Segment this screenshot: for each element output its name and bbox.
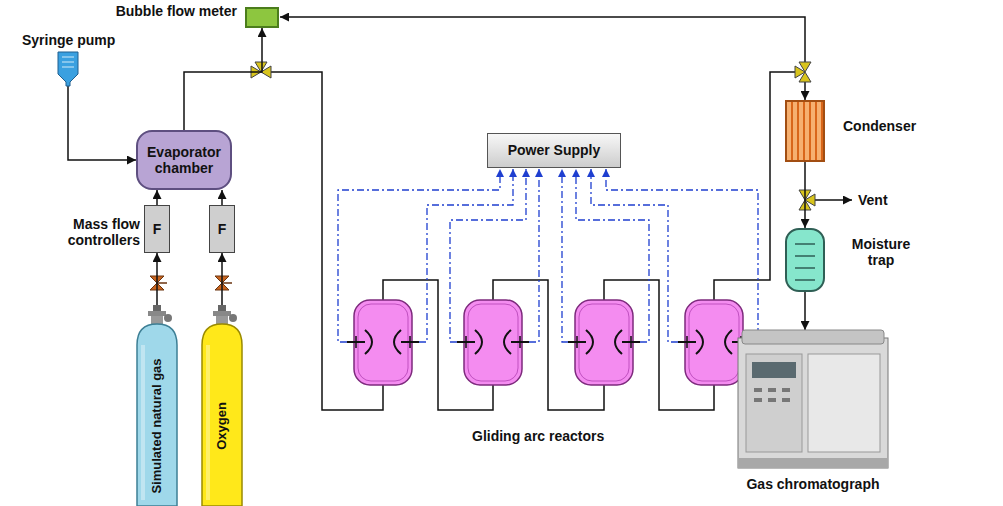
node-label: F (218, 221, 227, 237)
cylinder-body (137, 324, 177, 506)
power-cable (576, 169, 649, 342)
cylinder-valve (218, 305, 226, 311)
cylinder-valve-wheel (213, 311, 231, 316)
node-label: Evaporator chamber (142, 144, 226, 176)
flow-line (221, 190, 223, 205)
instrument-body (738, 338, 888, 468)
reactor (568, 300, 640, 385)
gas-chromatograph: Gas chromatograph (738, 330, 888, 468)
instrument-base (738, 458, 888, 468)
reactor (457, 300, 529, 385)
three-way-valve (799, 190, 815, 210)
group-label: Mass flow controllers (56, 216, 140, 248)
node-label: Condenser (843, 118, 916, 134)
display (752, 362, 796, 378)
syringe-pump: Syringe pump (58, 52, 78, 86)
node-label: Oxygen (215, 402, 230, 450)
return-line (280, 17, 805, 66)
moisture-trap: Moisture trap (785, 228, 825, 292)
three-way-valve (795, 62, 811, 82)
trap-marks (795, 244, 815, 280)
node-label: Power Supply (508, 142, 601, 158)
condenser: Condenser (785, 100, 825, 162)
reactor (347, 300, 419, 385)
cylinder-valve (153, 305, 161, 311)
power-cable (606, 169, 758, 342)
shape-outline (787, 230, 827, 294)
group-label: Gliding arc reactors (472, 428, 604, 444)
syringe-body (58, 52, 78, 86)
cylinder-knob (229, 314, 237, 322)
mass-flow-controller: F (144, 205, 170, 253)
valve-handle (157, 282, 232, 284)
flow-line (156, 253, 158, 305)
three-way-valve (251, 62, 271, 78)
flow-line (221, 253, 223, 305)
evaporator-chamber: Evaporator chamber (136, 130, 232, 190)
node-label: Syringe pump (22, 32, 115, 48)
gas-cylinder: Oxygen (201, 305, 243, 506)
flow-line (184, 28, 262, 130)
node-label: Gas chromatograph (738, 476, 888, 492)
node-label: F (153, 221, 162, 237)
power-supply: Power Supply (487, 133, 621, 168)
power-cable (591, 169, 678, 342)
buttons (754, 390, 790, 400)
power-cable (562, 169, 568, 342)
bubble-flow-meter: Bubble flow meter (245, 7, 279, 28)
node-label: Moisture trap (845, 236, 917, 268)
cylinder-valve-wheel (148, 311, 166, 316)
flow-line (156, 190, 158, 205)
syringe-marks (62, 57, 74, 67)
shape-outline (58, 52, 78, 86)
node-label: Simulated natural gas (150, 358, 165, 493)
oven-door (808, 354, 880, 452)
cylinder-highlight (141, 345, 145, 500)
flow-line (804, 292, 806, 330)
gas-cylinder: Simulated natural gas (136, 305, 178, 506)
control-panel (746, 354, 802, 452)
cylinder-body (202, 324, 242, 506)
valves (150, 62, 815, 290)
power-cables (338, 169, 758, 342)
vent-line (811, 199, 852, 201)
power-cable (450, 169, 526, 342)
node-label: Bubble flow meter (57, 3, 237, 19)
power-cable (419, 169, 513, 342)
cylinder-knob (164, 314, 172, 322)
flow-line (804, 162, 806, 228)
outlet-label: Vent (858, 192, 888, 208)
flow-line (68, 86, 136, 160)
mass-flow-controller: F (209, 205, 235, 253)
power-cable (338, 169, 500, 342)
shape-outline (738, 330, 888, 468)
cylinder-highlight (206, 345, 210, 500)
instrument-lid (742, 330, 884, 344)
power-cable (529, 169, 539, 342)
